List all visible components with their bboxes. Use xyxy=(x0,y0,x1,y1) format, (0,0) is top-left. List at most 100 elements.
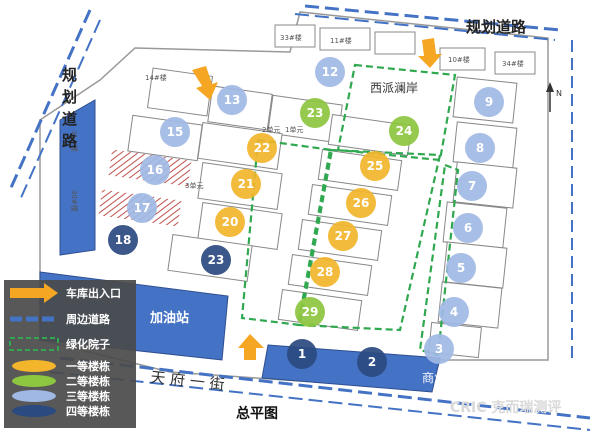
page-title: 总平图 xyxy=(236,405,278,422)
building-marker-label: 23 xyxy=(208,253,225,267)
building-marker-circle xyxy=(424,334,454,364)
legend-tier2-label: 二等楼栋 xyxy=(66,374,110,388)
building-marker-24: 24 xyxy=(389,116,419,146)
building-marker-23: 23 xyxy=(300,98,330,128)
garage-entrance-icon xyxy=(418,38,442,68)
green-courtyard-north xyxy=(336,63,457,162)
building-marker-circle xyxy=(439,297,469,327)
building-marker-9: 9 xyxy=(474,87,504,117)
building-label-14: 14#楼 xyxy=(145,73,167,82)
building-marker-21: 21 xyxy=(231,169,261,199)
building-marker-label: 27 xyxy=(335,229,352,243)
unit-label: 1单元 xyxy=(285,125,303,134)
legend-green-icon xyxy=(9,337,59,351)
building-pins: 1234567891213151617182021222323242526272… xyxy=(108,57,504,377)
building-marker-17: 17 xyxy=(127,193,157,223)
commerce-label: 商业 xyxy=(422,370,446,385)
unit-label: 3单元 xyxy=(185,181,203,190)
north-label: N xyxy=(556,89,562,98)
building-label-10: 10#楼 xyxy=(448,55,470,64)
building-marker-label: 2 xyxy=(368,355,376,369)
legend-tier1-icon xyxy=(12,360,56,372)
building-marker-circle xyxy=(201,245,231,275)
legend-green-label: 绿化院子 xyxy=(66,337,110,351)
unit-label: 2单元 xyxy=(262,125,280,134)
legend-tier3-icon xyxy=(12,390,56,402)
building-marker-label: 9 xyxy=(485,95,493,109)
building-marker-29: 29 xyxy=(295,297,325,327)
building-label-11: 11#楼 xyxy=(330,36,352,45)
building-marker-circle xyxy=(247,133,277,163)
building-marker-16: 16 xyxy=(140,155,170,185)
gas-station-label: 加油站 xyxy=(149,310,189,326)
planned-road-left-char-3: 道 xyxy=(62,110,77,128)
legend-tier4-icon xyxy=(12,405,56,417)
building-marker-circle xyxy=(446,253,476,283)
building-marker-18: 18 xyxy=(108,225,138,255)
building-marker-circle xyxy=(287,339,317,369)
green-courtyard-center xyxy=(296,148,442,332)
building-marker-circle xyxy=(108,225,138,255)
planned-road-left-char-1: 规 xyxy=(62,66,77,84)
building-marker-circle xyxy=(160,117,190,147)
building-marker-25: 25 xyxy=(360,151,390,181)
building-label-33: 33#楼 xyxy=(280,33,302,42)
building-marker-label: 4 xyxy=(450,305,458,319)
building-marker-12: 12 xyxy=(315,57,345,87)
building-marker-label: 15 xyxy=(167,125,184,139)
garage-entrance-icon xyxy=(238,334,264,360)
planned-road-left-label: 规 划 道 路 xyxy=(62,66,82,150)
building-marker-circle xyxy=(360,151,390,181)
building-marker-label: 13 xyxy=(224,93,241,107)
building-label-30: 30#楼 xyxy=(70,190,79,212)
planned-road-left xyxy=(8,9,101,201)
building-marker-label: 12 xyxy=(322,65,339,79)
building-marker-circle xyxy=(140,155,170,185)
building-marker-circle xyxy=(465,133,495,163)
building-marker-1: 1 xyxy=(287,339,317,369)
building-marker-circle xyxy=(315,57,345,87)
building-marker-7: 7 xyxy=(457,171,487,201)
building-marker-13: 13 xyxy=(217,85,247,115)
building-marker-label: 24 xyxy=(396,124,413,138)
legend-garage-icon xyxy=(10,283,58,303)
building-marker-circle xyxy=(300,98,330,128)
legend-panel xyxy=(4,280,136,428)
building-marker-label: 18 xyxy=(115,233,132,247)
building-marker-circle xyxy=(474,87,504,117)
legend-roads-label: 周边道路 xyxy=(66,312,111,326)
planned-road-top-label: 规划道路 xyxy=(466,18,527,36)
building-marker-28: 28 xyxy=(310,257,340,287)
planned-road-left-char-2: 划 xyxy=(62,88,77,106)
building-marker-5: 5 xyxy=(446,253,476,283)
legend-tier2-icon xyxy=(12,375,56,387)
building-marker-circle xyxy=(215,207,245,237)
building-marker-8: 8 xyxy=(465,133,495,163)
watermark: CRIC 克而瑞测评 xyxy=(450,399,561,416)
building-marker-label: 6 xyxy=(464,221,472,235)
main-street-road xyxy=(49,356,591,431)
building-marker-circle xyxy=(453,213,483,243)
building-marker-label: 5 xyxy=(457,261,465,275)
building-marker-2: 2 xyxy=(357,347,387,377)
building-marker-6: 6 xyxy=(453,213,483,243)
building-marker-circle xyxy=(127,193,157,223)
building-marker-circle xyxy=(346,188,376,218)
building-marker-4: 4 xyxy=(439,297,469,327)
legend-garage-label: 车库出入口 xyxy=(66,286,121,300)
legend-tier4-label: 四等楼栋 xyxy=(66,404,110,418)
building-label-31: 31#楼 xyxy=(70,130,79,152)
legend-tier3-label: 三等楼栋 xyxy=(66,389,110,403)
building-marker-label: 29 xyxy=(302,305,319,319)
building-marker-23: 23 xyxy=(201,245,231,275)
building-marker-3: 3 xyxy=(424,334,454,364)
building-marker-label: 8 xyxy=(476,141,484,155)
building-marker-circle xyxy=(310,257,340,287)
building-marker-label: 22 xyxy=(254,141,271,155)
building-marker-22: 22 xyxy=(247,133,277,163)
building-marker-label: 3 xyxy=(435,342,443,356)
legend-tier1-label: 一等楼栋 xyxy=(66,359,110,373)
building-marker-circle xyxy=(217,85,247,115)
legend: 车库出入口 周边道路 绿化院子 一等楼栋 二等楼栋 三等楼栋 四等楼栋 xyxy=(4,280,136,428)
